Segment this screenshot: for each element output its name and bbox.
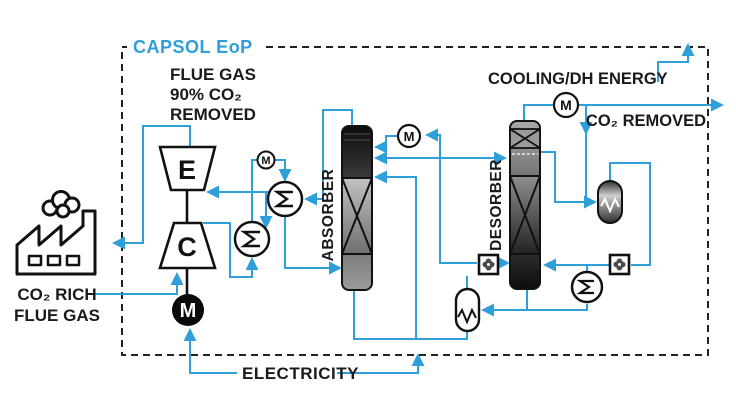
absorber-column — [341, 125, 373, 291]
aux-motor-2: M — [396, 123, 422, 149]
line-header-to-hx3 — [527, 304, 588, 311]
line-electricity-to-motor — [183, 328, 237, 374]
line-hx2-to-absorber-bottom — [284, 216, 342, 275]
aux-motor-3: M — [552, 91, 580, 119]
process-lines — [95, 43, 724, 374]
expander-symbol — [158, 145, 217, 192]
line-aux-motor-to-hx2 — [274, 159, 292, 182]
title-backing — [127, 37, 261, 56]
motor-label: M — [180, 300, 197, 322]
aux-motor-label: M — [261, 155, 270, 167]
condenser-vessel — [597, 180, 623, 224]
heat-exchanger-3 — [570, 270, 604, 304]
motor-symbol — [172, 294, 204, 326]
heat-exchanger-2 — [266, 180, 304, 218]
aux-motor-1: M — [256, 150, 276, 170]
line-to-condenser — [538, 151, 597, 209]
pump-2 — [608, 253, 631, 276]
line-cooler-motor-to-absorber — [374, 135, 398, 154]
treated-gas-label-2: 90% CO₂ — [170, 85, 242, 104]
treated-gas-label-3: REMOVED — [170, 105, 256, 124]
reboiler-vessel — [454, 287, 481, 333]
line-compressor-to-hx1 — [203, 222, 259, 278]
compressor-label: C — [177, 232, 197, 262]
source-label-1: CO₂ RICH — [17, 285, 96, 304]
line-condenser-loop — [609, 162, 651, 266]
co2-removed-label: CO₂ REMOVED — [586, 112, 706, 130]
line-absorber-bottom-to-reboiler — [353, 289, 468, 340]
expander-label: E — [178, 155, 196, 185]
absorber-label: ABSORBER — [320, 169, 337, 262]
line-cooling-exit — [657, 43, 695, 82]
coil-icon — [457, 307, 477, 325]
desorber-label: DESORBER — [488, 159, 505, 251]
line-reboiler-return-to-absorber — [374, 170, 417, 339]
line-treated-gas-exit — [112, 125, 191, 250]
system-boundary — [121, 46, 709, 356]
cooling-energy-label: COOLING/DH ENERGY — [488, 70, 668, 88]
line-desorber-overhead — [523, 104, 555, 122]
line-desorber-to-reboiler — [481, 289, 528, 317]
compressor-symbol — [158, 221, 217, 270]
coil-icon — [273, 190, 293, 208]
aux-motor-label: M — [560, 97, 572, 113]
pump-1 — [477, 253, 500, 276]
desorber-column — [509, 120, 541, 290]
diagram-title: CAPSOL EoP — [133, 37, 253, 57]
line-hx1-to-aux-motor — [251, 159, 258, 222]
heat-exchanger-1 — [233, 220, 271, 258]
turbo-train: E C M — [158, 145, 217, 326]
treated-gas-label-1: FLUE GAS — [170, 65, 256, 84]
coil-icon — [576, 279, 594, 295]
line-solvent-riser — [439, 135, 477, 264]
source-label-2: FLUE GAS — [14, 306, 100, 325]
line-absorber-top-to-hx2 — [304, 109, 353, 206]
factory-icon — [15, 190, 97, 276]
aux-motor-label: M — [404, 129, 415, 144]
line-flue-gas-feed — [95, 272, 184, 295]
coil-icon — [600, 196, 620, 214]
electricity-label: ELECTRICITY — [242, 364, 359, 383]
coil-icon — [240, 230, 260, 248]
line-electricity-to-pumps — [337, 353, 425, 374]
